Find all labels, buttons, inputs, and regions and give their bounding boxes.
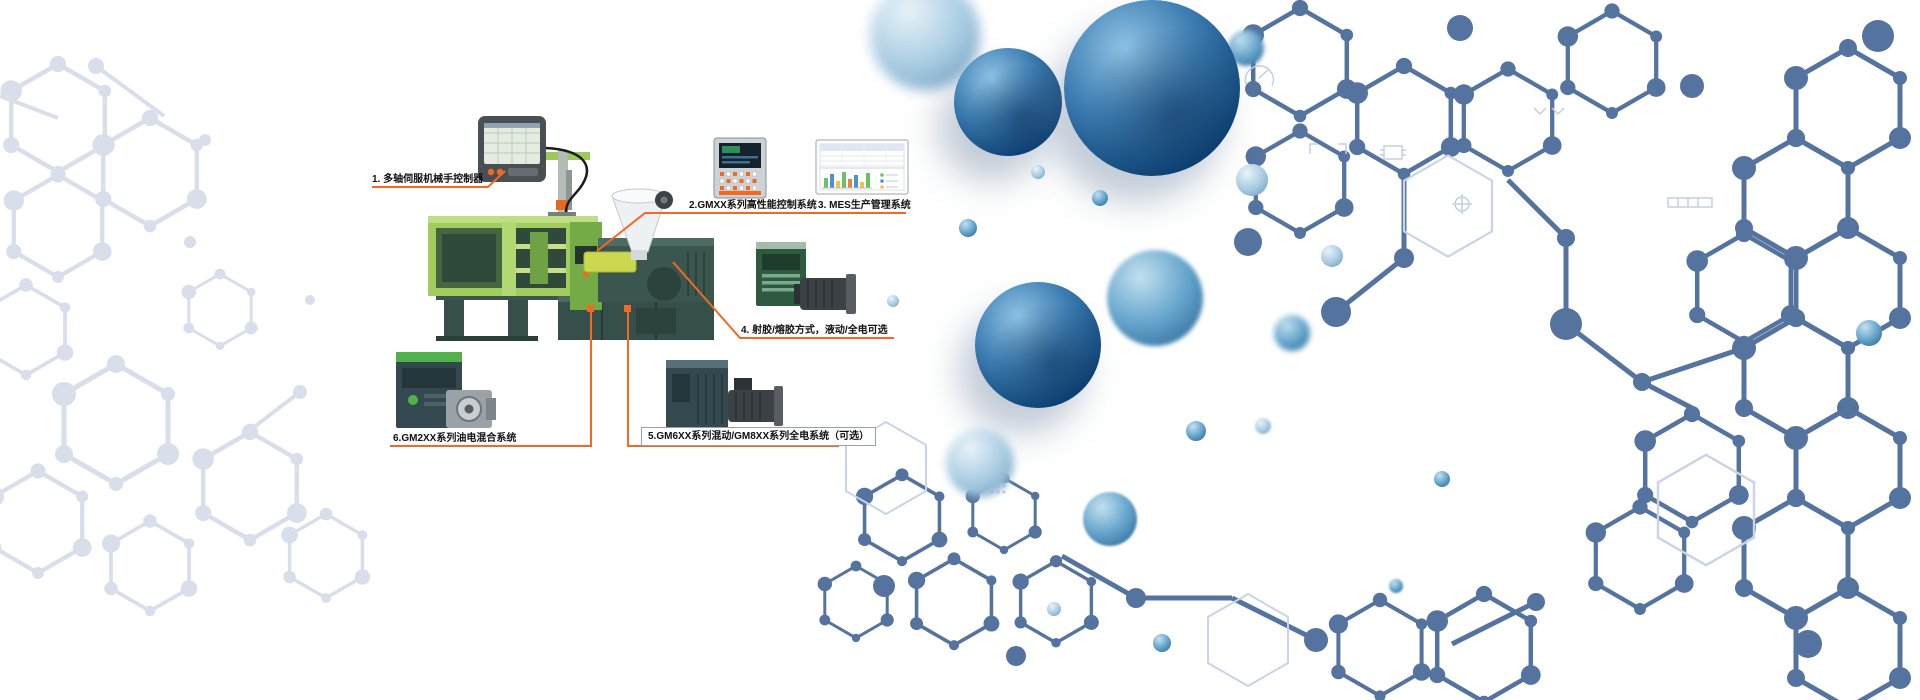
mini-bar-chart [822, 172, 872, 189]
mes-monitor-device [815, 139, 909, 195]
injection-molding-machine [428, 150, 714, 341]
sphere [1092, 190, 1108, 206]
callout-lines [372, 170, 906, 447]
sphere [1434, 471, 1450, 487]
oil-electric-hybrid-device [396, 352, 496, 428]
callout-anchor-dot [624, 305, 631, 312]
sphere [1186, 421, 1206, 441]
callout-3-mes-system: 3. MES生产管理系统 [818, 200, 911, 211]
sphere [1389, 579, 1403, 593]
callout-6-hybrid-system: 6.GM2XX系列油电混合系统 [393, 433, 517, 444]
sphere [954, 48, 1062, 156]
machine-diagram [372, 116, 909, 447]
chart-legend [880, 173, 898, 189]
callout-4-injection-method: 4. 射胶/熔胶方式，液动/全电可选 [741, 325, 888, 336]
sphere [887, 295, 899, 307]
sphere [1856, 320, 1882, 346]
control-panel-device [713, 137, 767, 199]
sphere [1236, 164, 1268, 196]
sphere [1107, 250, 1203, 346]
sphere [1255, 418, 1271, 434]
tech-doodles [1244, 65, 1713, 214]
molecule-pattern-left [0, 56, 372, 619]
sphere [946, 429, 1014, 497]
sphere [1031, 165, 1045, 179]
handheld-controller-device [478, 116, 589, 213]
sphere [1153, 634, 1171, 652]
callout-5-drive-system: 5.GM6XX系列混动/GM8XX系列全电系统（可选） [641, 427, 877, 446]
sphere [975, 282, 1101, 408]
callout-1-robot-controller: 1. 多轴伺服机械手控制器 [372, 174, 484, 185]
hybrid-drive-device [666, 360, 783, 430]
servo-drive-motor-device [756, 242, 856, 314]
callout-2-control-system: 2.GMXX系列高性能控制系统 [689, 200, 817, 211]
molecule-pattern-right [816, 0, 1911, 700]
sphere [1047, 602, 1061, 616]
sphere [1083, 492, 1137, 546]
sphere-large [1064, 0, 1240, 176]
callout-anchor-dot [587, 305, 594, 312]
sphere [1321, 245, 1343, 267]
sphere [959, 219, 977, 237]
controller-cable [545, 146, 589, 213]
sphere [1274, 315, 1310, 351]
